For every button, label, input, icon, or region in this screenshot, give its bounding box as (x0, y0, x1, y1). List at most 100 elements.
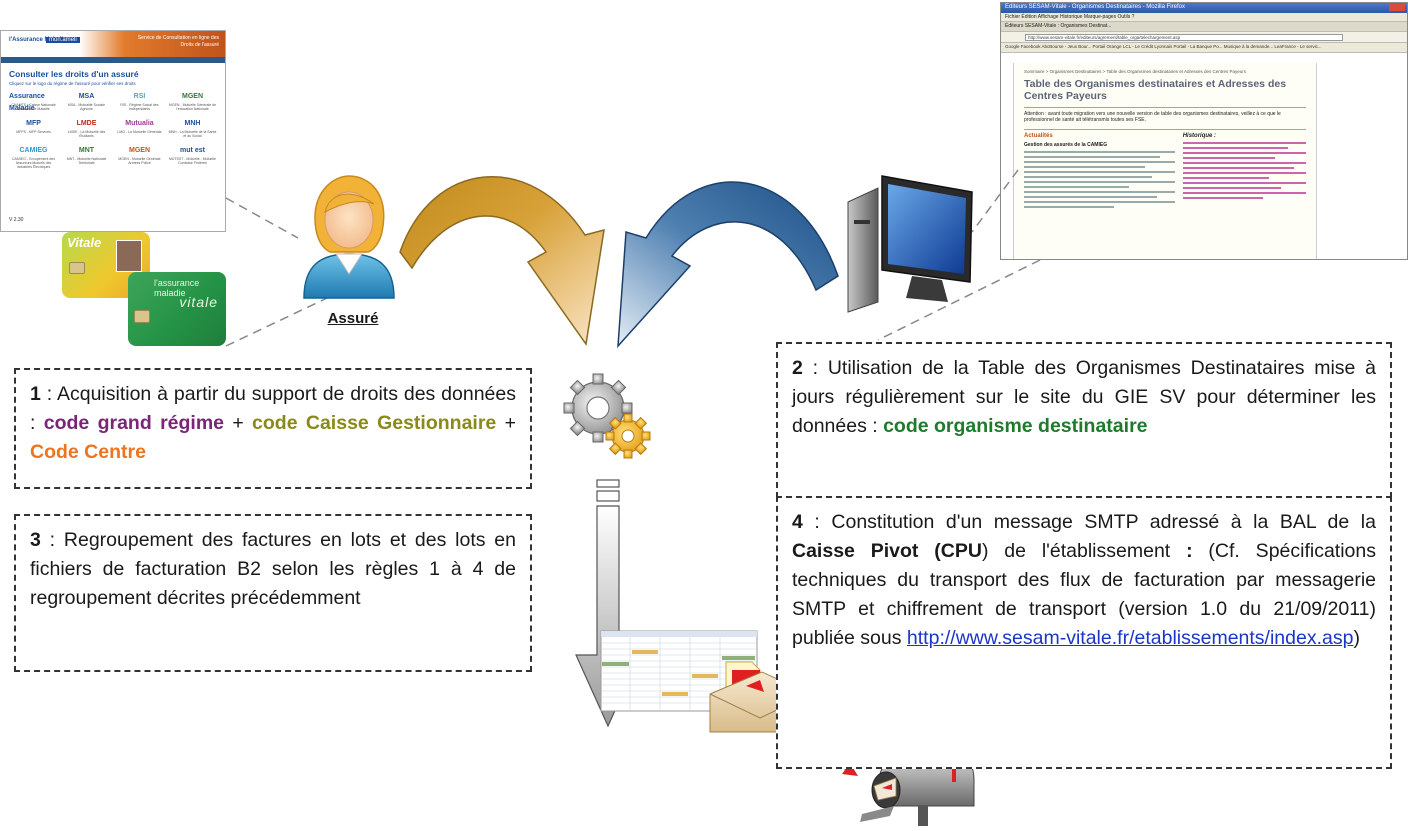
insurer-logo-name: MFP (26, 120, 41, 127)
step-4-text: : Constitution d'un message SMTP adressé… (802, 511, 1376, 533)
history-column: Historique : (1182, 133, 1306, 211)
text-line (1024, 191, 1175, 193)
step-number: 4 (792, 511, 803, 533)
text-line (1024, 161, 1175, 163)
insurer-logo-name: LMDE (76, 120, 97, 127)
step-3-box: 3 : Regroupement des factures en lots et… (14, 514, 532, 672)
text-line (1024, 196, 1157, 198)
insurer-logo-name: MGEN (129, 147, 150, 154)
text-line (1182, 152, 1306, 154)
text-line (1024, 171, 1175, 173)
colon: : (1186, 540, 1193, 562)
firefox-url-bar: http://www.sesam-vitale.fr/editeurs/agre… (1025, 34, 1343, 41)
text-line (1024, 186, 1130, 188)
text-line (1182, 157, 1276, 159)
step-number: 3 (30, 529, 41, 551)
insurer-logo-caption: MGEN - Mutuelle Générale de l'éducation … (168, 103, 217, 111)
step-4-box: 4 : Constitution d'un message SMTP adres… (776, 496, 1392, 769)
step-number: 2 (792, 357, 803, 379)
code-organisme-destinataire: code organisme destinataire (883, 415, 1148, 437)
computer-icon (847, 175, 973, 313)
insurer-logo-name: CAMIEG (19, 147, 48, 154)
step-3-text: : Regroupement des factures en lots et d… (30, 529, 516, 609)
text-line (1182, 142, 1306, 144)
page-heading: Table des Organismes destinataires et Ad… (1024, 78, 1287, 102)
text-line (1182, 147, 1288, 149)
red-arrow-head (842, 763, 858, 776)
ameli-banner-text: Service de Consultation en ligne des Dro… (137, 35, 219, 48)
connector-line (225, 197, 299, 239)
arrow-bar (596, 490, 620, 502)
insurer-logo-name: MGEN (182, 93, 203, 100)
step-2-box: 2 : Utilisation de la Table des Organism… (776, 342, 1392, 498)
page-breadcrumb: Sommaire > Organismes Destinataires > Ta… (1024, 69, 1247, 74)
insurer-logo-caption: MSA - Mutualité Sociale Agricole (67, 103, 106, 111)
step-number: 1 (30, 383, 41, 405)
connector-line (971, 169, 1019, 233)
step-2-text: : Utilisation de la Table des Organismes… (792, 357, 1376, 437)
ameli-header: l'Assurance Maladie mon.ameli Service de… (1, 31, 225, 57)
text-line (1182, 197, 1263, 199)
card-chip-icon (69, 262, 85, 274)
insurer-logo-caption: MNT - Mutuelle Nationale Territoriale (66, 157, 107, 165)
insurer-logo-name: MNH (184, 120, 201, 127)
page-columns: Actualités Gestion des assurés de la CAM… (1024, 129, 1306, 211)
step-1-text: : Acquisition à partir du support de dro… (30, 383, 516, 434)
text-line (1182, 167, 1294, 169)
code-grand-regime: code grand régime (43, 412, 225, 434)
text-line (1182, 182, 1306, 184)
insurer-logo[interactable]: MNT MNT - Mutuelle Nationale Territoriale (62, 145, 111, 169)
user-icon (303, 175, 395, 299)
text-line (1024, 201, 1175, 203)
vitale-card-brand: vitale (179, 294, 218, 310)
history-title: Historique : (1182, 133, 1217, 139)
firefox-tab: Éditeurs SESAM-Vitale : Organismes Desti… (1001, 22, 1407, 32)
step-4-text: ) de l'établissement (981, 540, 1187, 562)
window-controls-icon (1389, 4, 1405, 11)
insurer-logo-name: RSI (133, 93, 146, 100)
text-line (1024, 176, 1153, 178)
ameli-page-title: Consulter les droits d'un assuré (9, 69, 139, 79)
sesam-vitale-link[interactable]: http://www.sesam-vitale.fr/etablissement… (906, 627, 1354, 649)
page-attention: Attention : avant toute migration vers u… (1024, 107, 1306, 123)
firefox-bookmarks-bar: Google Facebook AbcBourse - Jeux Bour...… (1001, 43, 1407, 53)
text-line (1024, 181, 1175, 183)
step-4-text: ) (1353, 627, 1360, 649)
connector-line (877, 259, 1041, 341)
gears-icon (563, 373, 651, 459)
insurer-logo-caption: MNH - La Mutuelle de la Santé et du Soci… (168, 130, 217, 138)
insurer-logo[interactable]: MGEN MGEN - Mutuelle Générale Armées Poli… (115, 145, 164, 169)
text-line (1024, 151, 1175, 153)
assurance-maladie-logo: l'Assurance Maladie (9, 37, 67, 43)
news-column: Actualités Gestion des assurés de la CAM… (1024, 133, 1175, 211)
mon-ameli-badge: mon.ameli (46, 37, 80, 43)
spreadsheet-document-icon (600, 630, 758, 712)
step-1-box: 1 : Acquisition à partir du support de d… (14, 368, 532, 489)
step-4-text: (Cf. Spécifications techniques du transp… (792, 540, 1376, 649)
arrow-bar (596, 479, 620, 488)
user-label: Assuré (327, 310, 379, 327)
insurer-logo[interactable]: MNH MNH - La Mutuelle de la Santé et du S… (168, 118, 217, 142)
text-line (1024, 206, 1115, 208)
ameli-subtitle: Cliquez sur le logo du régime de l'assur… (9, 81, 136, 86)
card-chip-icon (134, 310, 150, 323)
insurer-logo-caption: MGEN - Mutuelle Générale Armées Police (118, 157, 161, 165)
code-centre: Code Centre (30, 441, 146, 463)
insurer-logo[interactable]: MGEN MGEN - Mutuelle Générale de l'éducat… (168, 91, 217, 115)
curved-arrow-orange (399, 176, 605, 346)
firefox-menu-bar: Fichier Édition Affichage Historique Mar… (1001, 13, 1407, 22)
firefox-url-row: http://www.sesam-vitale.fr/editeurs/agre… (1001, 32, 1407, 43)
plus-sign: + (496, 412, 516, 434)
text-line (1182, 172, 1306, 174)
insurer-logo-name: Assurance Maladie (9, 93, 45, 112)
insurer-logo-name: MNT (78, 147, 95, 154)
